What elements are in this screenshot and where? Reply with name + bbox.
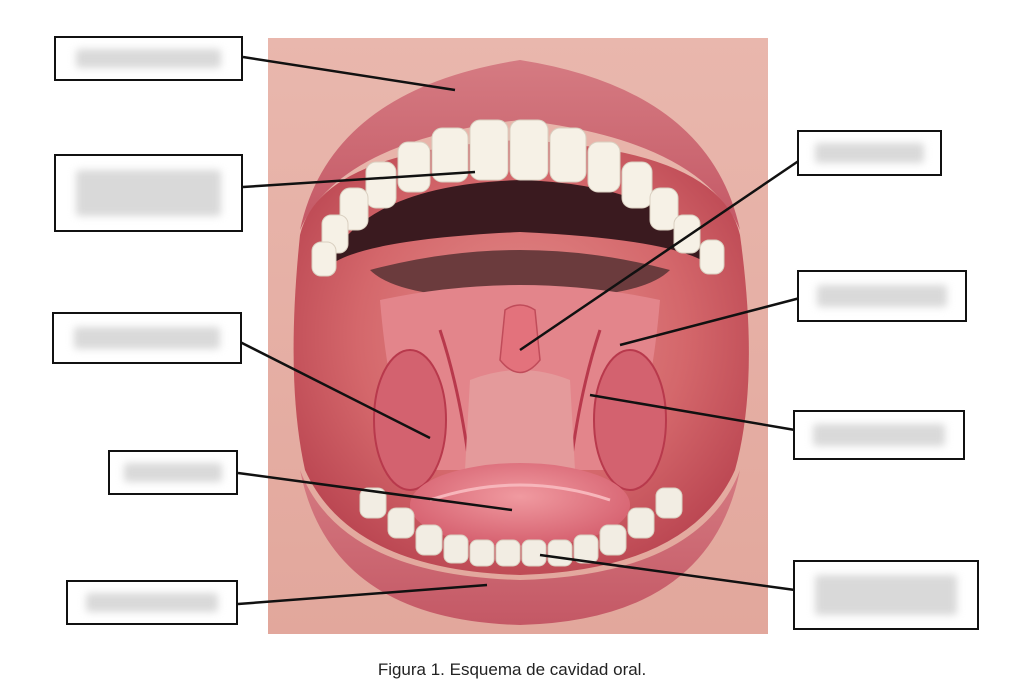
figure-caption: Figura 1. Esquema de cavidad oral. [377,660,647,679]
leader-lines [237,55,801,606]
uvula [499,304,541,374]
pharynx [465,370,575,470]
upper-teeth [311,119,725,277]
label-box-upper-lip[interactable] [54,36,243,81]
palate-shadow [325,180,715,270]
label-box-teeth[interactable] [54,154,243,232]
label-box-tongue[interactable] [108,450,238,495]
left-tonsil [373,349,447,491]
label-box-tonsil[interactable] [52,312,242,364]
label-box-pharynx[interactable] [793,410,965,460]
lower-lip [300,470,740,625]
label-box-lower-lip[interactable] [66,580,238,625]
label-box-uvula[interactable] [797,130,942,176]
lower-teeth [359,487,683,567]
right-tonsil [593,349,667,491]
upper-lip [300,60,740,230]
label-box-gums[interactable] [793,560,979,630]
hard-palate [370,250,670,299]
tongue [410,463,630,547]
label-box-soft-palate[interactable] [797,270,967,322]
